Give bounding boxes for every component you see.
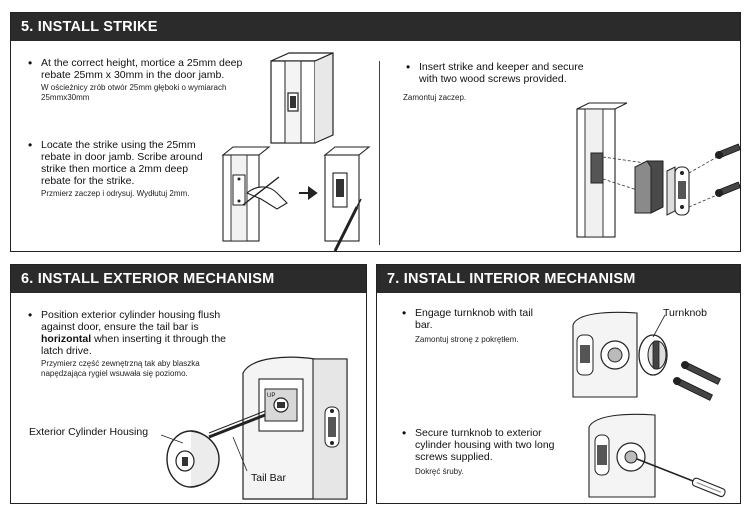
step-engage-turnknob: Engage turnknob with tail bar. Zamontuj … xyxy=(399,307,569,345)
strike-keeper-illustration xyxy=(576,102,742,238)
step-insert-strike: Insert strike and keeper and secure with… xyxy=(403,61,593,103)
door-latch-illustration: UP xyxy=(242,356,348,500)
step-text: Insert strike and keeper and secure with… xyxy=(403,61,593,85)
step-translation: Zamontuj zaczep. xyxy=(403,93,467,102)
turnknob-label: Turnknob xyxy=(663,307,707,319)
latch-up-marking: UP xyxy=(267,393,275,399)
turnknob-secure-illustration xyxy=(588,413,726,498)
step-locate-strike: Locate the strike using the 25mm rebate … xyxy=(25,139,210,199)
turnknob-engage-illustration xyxy=(572,311,722,401)
tail-bar-label: Tail Bar xyxy=(251,472,287,484)
section-install-interior: 7. INSTALL INTERIOR MECHANISM Engage tur… xyxy=(376,264,741,504)
section-title: 5. INSTALL STRIKE xyxy=(11,13,740,41)
step-translation: Przmierz zaczep i odrysuj. Wydłutuj 2mm. xyxy=(41,189,190,198)
step-text: Engage turnknob with tail bar. xyxy=(399,307,549,331)
step-translation: Dokręć śruby. xyxy=(415,467,464,476)
step-secure-turnknob: Secure turnknob to exterior cylinder hou… xyxy=(399,427,579,477)
step-text: Locate the strike using the 25mm rebate … xyxy=(25,139,210,187)
step-text: At the correct height, mortice a 25mm de… xyxy=(25,57,255,81)
step-translation: W ościeżnicy zrób otwór 25mm głęboki o w… xyxy=(41,83,227,102)
step-text-part: Position exterior cylinder housing flush… xyxy=(41,309,221,333)
exterior-cylinder-illustration xyxy=(166,410,266,488)
jamb-rebate-illustration xyxy=(270,52,334,144)
step-text: Position exterior cylinder housing flush… xyxy=(25,309,245,357)
step-mortice-rebate: At the correct height, mortice a 25mm de… xyxy=(25,57,255,103)
scribe-strike-illustration xyxy=(221,146,371,252)
column-divider xyxy=(379,61,380,245)
step-text-emphasis: horizontal xyxy=(41,333,92,345)
step-position-housing: Position exterior cylinder housing flush… xyxy=(25,309,245,379)
section-title: 6. INSTALL EXTERIOR MECHANISM xyxy=(11,265,366,293)
section-install-strike: 5. INSTALL STRIKE At the correct height,… xyxy=(10,12,742,252)
step-text: Secure turnknob to exterior cylinder hou… xyxy=(399,427,579,463)
step-text-part: when inserting it through the latch driv… xyxy=(41,333,227,357)
section-title: 7. INSTALL INTERIOR MECHANISM xyxy=(377,265,740,293)
exterior-housing-label: Exterior Cylinder Housing xyxy=(29,426,149,438)
section-install-exterior: 6. INSTALL EXTERIOR MECHANISM Position e… xyxy=(10,264,367,504)
step-translation: Przymierz część zewnętrzną tak aby blasz… xyxy=(41,359,200,378)
step-translation: Zamontuj stronę z pokrętłem. xyxy=(415,335,519,344)
callout-lines xyxy=(160,434,248,472)
